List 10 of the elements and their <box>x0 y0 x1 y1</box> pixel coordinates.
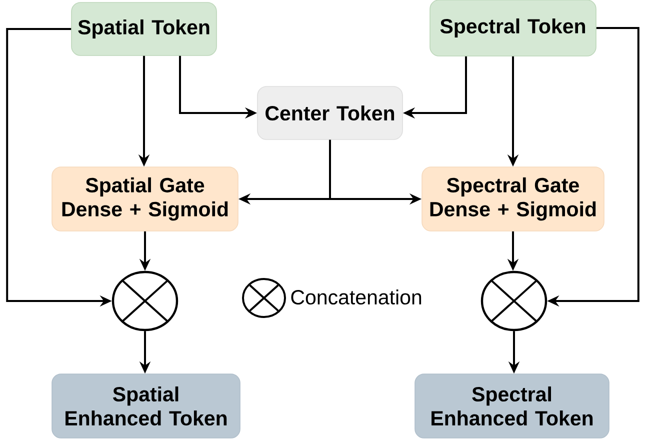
gate-box: Spectral Gate Dense + Sigmoid <box>422 166 604 232</box>
multiply-circle <box>480 270 548 332</box>
legend-label: Concatenation <box>291 289 422 305</box>
gate-box: Spatial Gate Dense + Sigmoid <box>52 166 238 232</box>
token-box: Spectral Token <box>430 0 596 56</box>
output-box: Spectral Enhanced Token <box>414 374 610 438</box>
output-box: Spatial Enhanced Token <box>52 374 240 438</box>
token-box: Center Token <box>257 86 403 140</box>
multiply-circle <box>112 270 178 332</box>
token-box: Spatial Token <box>71 2 217 56</box>
